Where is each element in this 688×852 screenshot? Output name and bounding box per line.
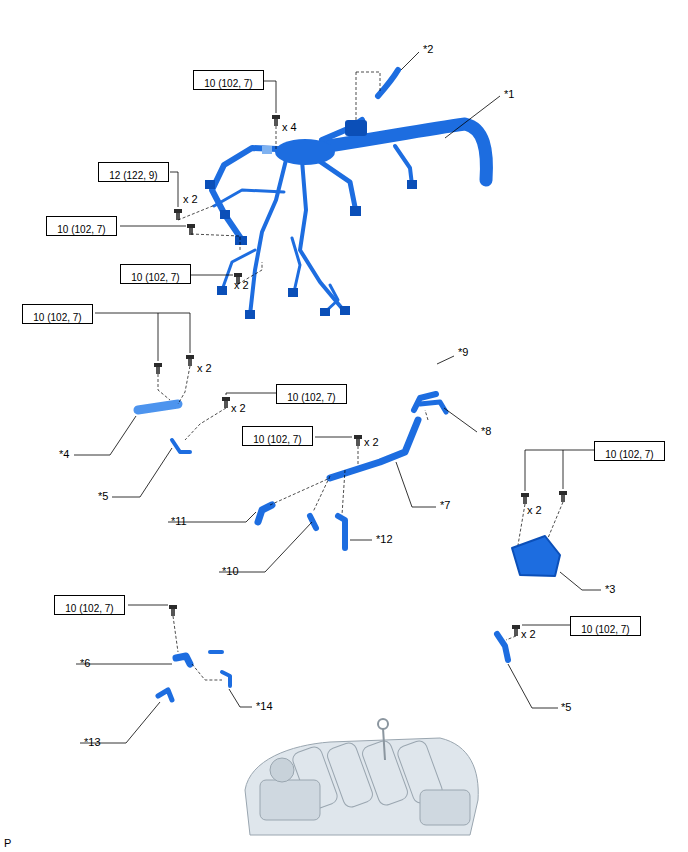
leader-lines [74, 52, 601, 743]
quantity-label: x 4 [282, 121, 297, 134]
torque-box: 10 (102, 7) [570, 616, 641, 636]
callout-number: *12 [376, 533, 393, 546]
torque-value: 12 (122, 9) [109, 170, 157, 181]
quantity-label: x 2 [231, 402, 246, 415]
torque-box: 12 (122, 9) [98, 162, 169, 182]
quantity-label: P [4, 837, 11, 850]
callout-number: *7 [440, 499, 450, 512]
torque-box: 10 (102, 7) [46, 216, 117, 236]
torque-box: 10 (102, 7) [242, 426, 313, 446]
torque-value: 10 (102, 7) [253, 434, 301, 445]
dashed-lines [158, 72, 563, 680]
quantity-label: x 2 [183, 193, 198, 206]
parts [138, 70, 560, 700]
torque-value: 10 (102, 7) [131, 272, 179, 283]
torque-box: 10 (102, 7) [22, 304, 93, 324]
torque-box: 10 (102, 7) [120, 264, 191, 284]
callout-number: *11 [171, 515, 187, 528]
wire-harness [212, 120, 486, 315]
quantity-label: x 2 [197, 362, 212, 375]
quantity-label: x 2 [527, 504, 542, 517]
callout-number: *10 [222, 565, 239, 578]
callout-number: *13 [84, 736, 101, 749]
quantity-label: x 2 [521, 628, 536, 641]
callout-number: *5 [98, 490, 108, 503]
torque-box: 10 (102, 7) [276, 384, 347, 404]
callout-number: *14 [256, 700, 273, 713]
quantity-label: x 2 [234, 279, 249, 292]
torque-value: 10 (102, 7) [287, 392, 335, 403]
torque-box: 10 (102, 7) [54, 595, 125, 615]
torque-box: 10 (102, 7) [193, 70, 264, 90]
callout-number: *1 [504, 88, 514, 101]
callout-number: *4 [59, 448, 69, 461]
callout-number: *6 [80, 657, 90, 670]
torque-value: 10 (102, 7) [65, 603, 113, 614]
bolts [154, 115, 567, 636]
callout-number: *5 [561, 701, 571, 714]
quantity-label: x 2 [364, 436, 379, 449]
callout-number: *2 [423, 43, 433, 56]
harness-connectors [205, 120, 417, 319]
torque-value: 10 (102, 7) [581, 624, 629, 635]
callout-number: *9 [458, 346, 468, 359]
callout-number: *8 [481, 425, 491, 438]
engine-illustration [245, 719, 478, 835]
torque-value: 10 (102, 7) [204, 78, 252, 89]
torque-value: 10 (102, 7) [33, 312, 81, 323]
callout-number: *3 [605, 583, 615, 596]
torque-value: 10 (102, 7) [57, 224, 105, 235]
torque-value: 10 (102, 7) [605, 449, 653, 460]
torque-box: 10 (102, 7) [594, 441, 665, 461]
